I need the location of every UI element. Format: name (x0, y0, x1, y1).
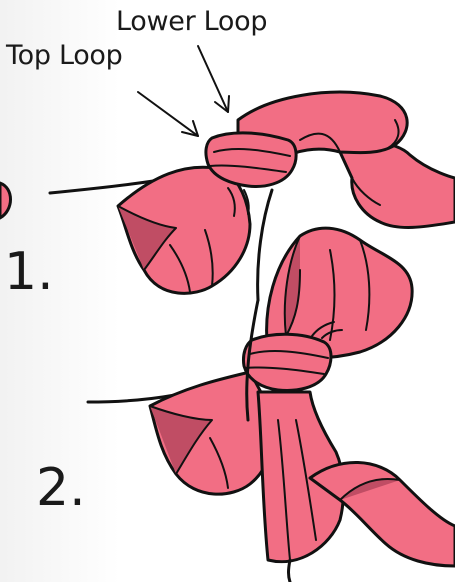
arrow-lower-loop (198, 46, 228, 112)
step-1-number: 1. (4, 242, 54, 302)
knot-wrap-2 (243, 334, 331, 390)
top-loop-label: Top Loop (6, 40, 123, 71)
step-2-number: 2. (36, 458, 86, 518)
lower-loop-label: Lower Loop (116, 6, 267, 37)
knot-wrap (206, 133, 296, 187)
label-arrows (138, 46, 229, 136)
strap-line-down (258, 190, 272, 300)
arrow-top-loop (138, 92, 198, 136)
strap-line-bottom (289, 560, 291, 582)
step-2-illustration (88, 228, 455, 582)
